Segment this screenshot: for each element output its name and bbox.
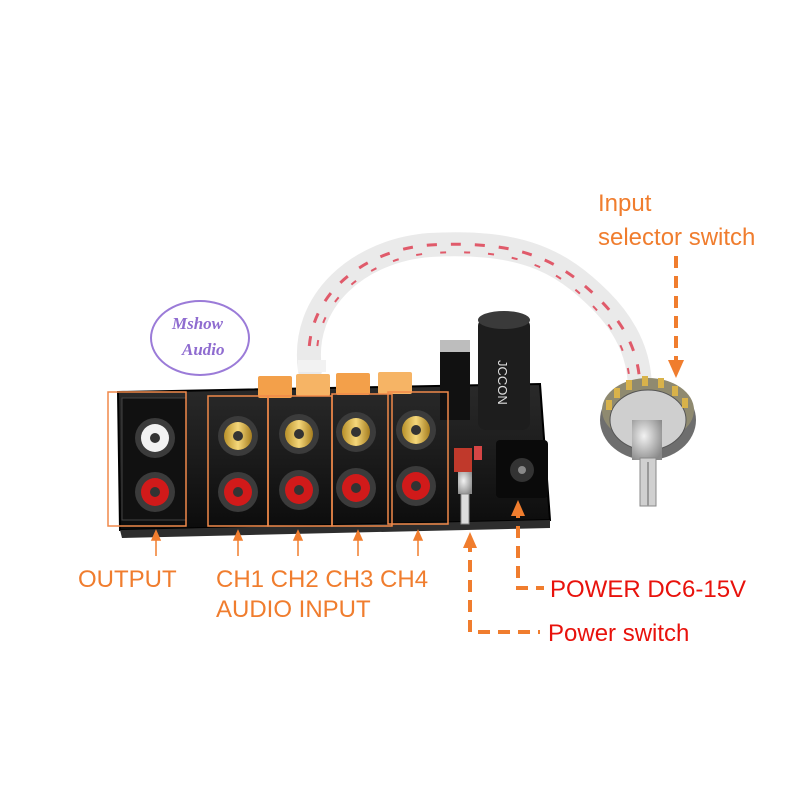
voltage-regulator	[440, 340, 470, 420]
rca-ch4-pair	[396, 410, 436, 506]
dc-power-jack	[496, 440, 548, 498]
power-dc-arrowhead	[511, 500, 525, 516]
ch4-arrow	[412, 529, 424, 556]
capacitor: JCCON	[478, 311, 530, 430]
ch3-arrow	[352, 529, 364, 556]
ch2-arrow	[292, 529, 304, 556]
audio-input-label: AUDIO INPUT	[216, 596, 371, 623]
mshow-audio-watermark	[150, 300, 250, 376]
rotary-selector-switch	[600, 376, 696, 507]
capacitor-label: JCCON	[495, 360, 510, 405]
channels-label: CH1 CH2 CH3 CH4	[216, 566, 429, 593]
selector-label-line1: Input	[598, 190, 652, 217]
power-dc-label: POWER DC6-15V	[550, 576, 747, 603]
jack-group-frames	[107, 391, 449, 527]
selector-label-line2: selector switch	[598, 224, 756, 251]
output-arrow	[150, 529, 162, 556]
power-switch-arrowhead	[463, 532, 477, 548]
rca-ch2-pair	[279, 414, 319, 510]
selector-arrowhead	[668, 360, 684, 378]
rca-ch1-pair	[218, 416, 258, 512]
rca-ch3-pair	[336, 412, 376, 508]
power-switch-leader	[468, 540, 540, 634]
watermark-line1: Mshow	[172, 314, 224, 333]
output-label: OUTPUT	[78, 566, 177, 593]
power-dc-leader	[516, 506, 544, 590]
ch1-arrow	[232, 529, 244, 556]
power-switch-label: Power switch	[548, 620, 690, 647]
relays	[258, 360, 412, 398]
ribbon-cable	[296, 232, 652, 402]
watermark-line2: Audio	[182, 340, 225, 359]
power-toggle-switch	[454, 446, 482, 525]
rca-output-pair	[121, 397, 187, 521]
